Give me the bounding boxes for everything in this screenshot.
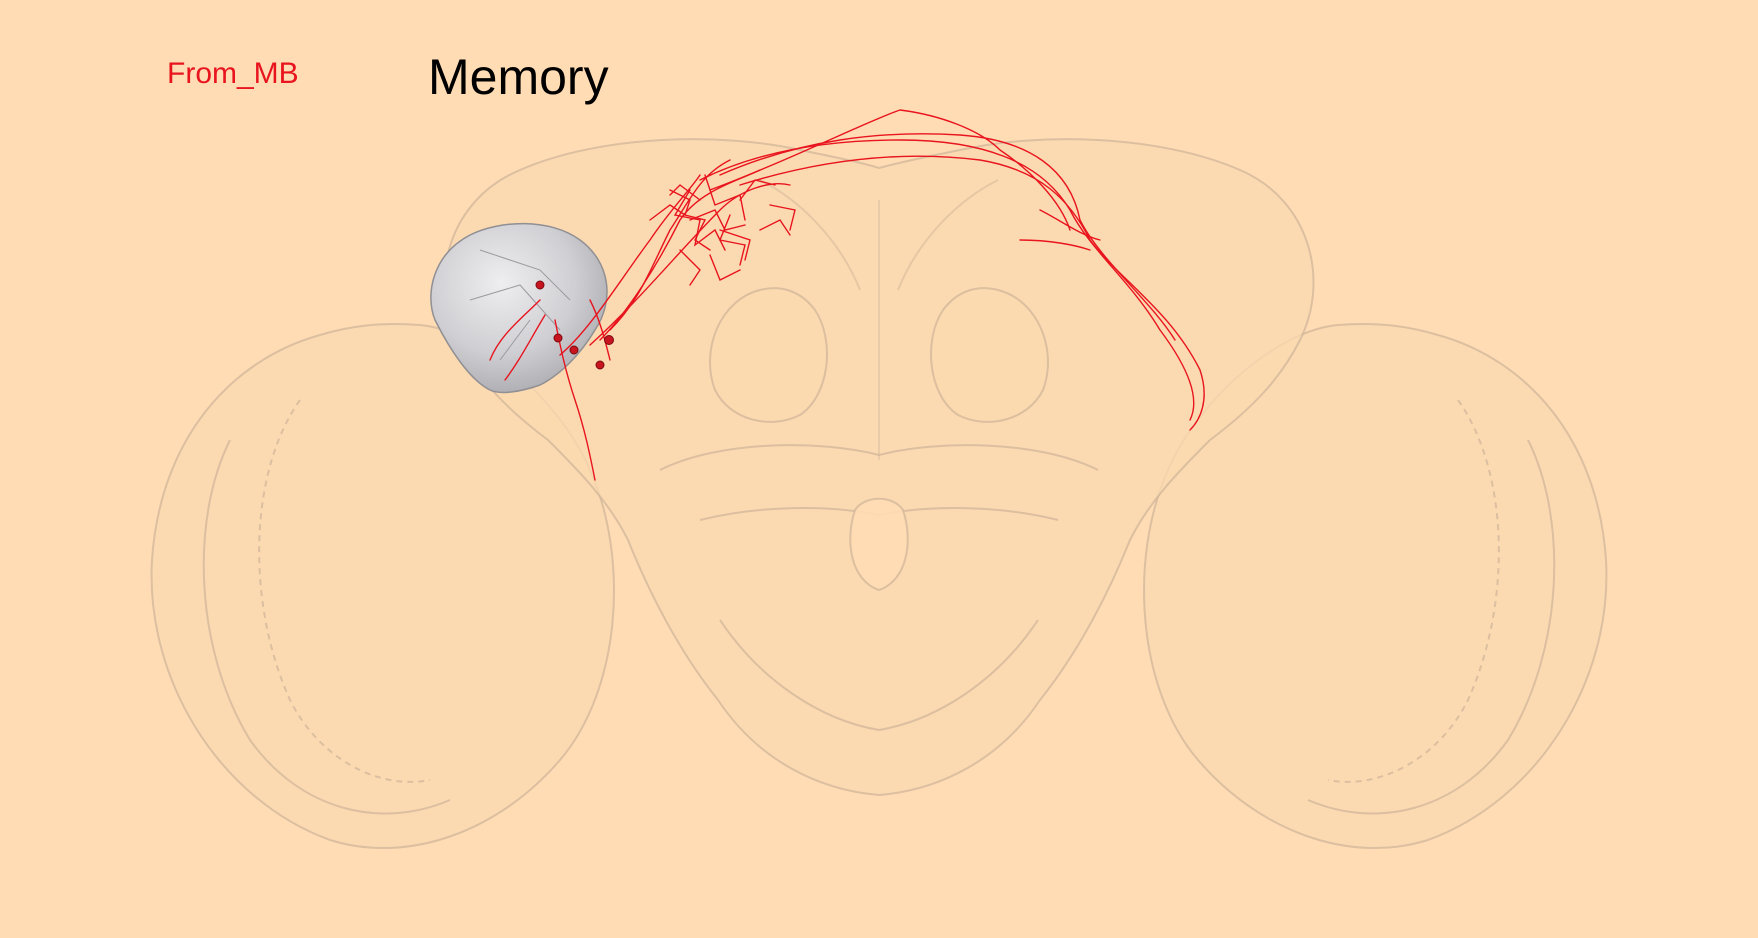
mushroom-body-calyx-icon [430, 222, 608, 394]
brain-mesh-icon [150, 138, 1608, 850]
neuron-skeleton-icon [489, 109, 1205, 481]
legend-label-from-mb: From_MB [167, 57, 299, 90]
view-title: Memory [428, 49, 609, 105]
neuron-soma-markers [535, 280, 614, 370]
